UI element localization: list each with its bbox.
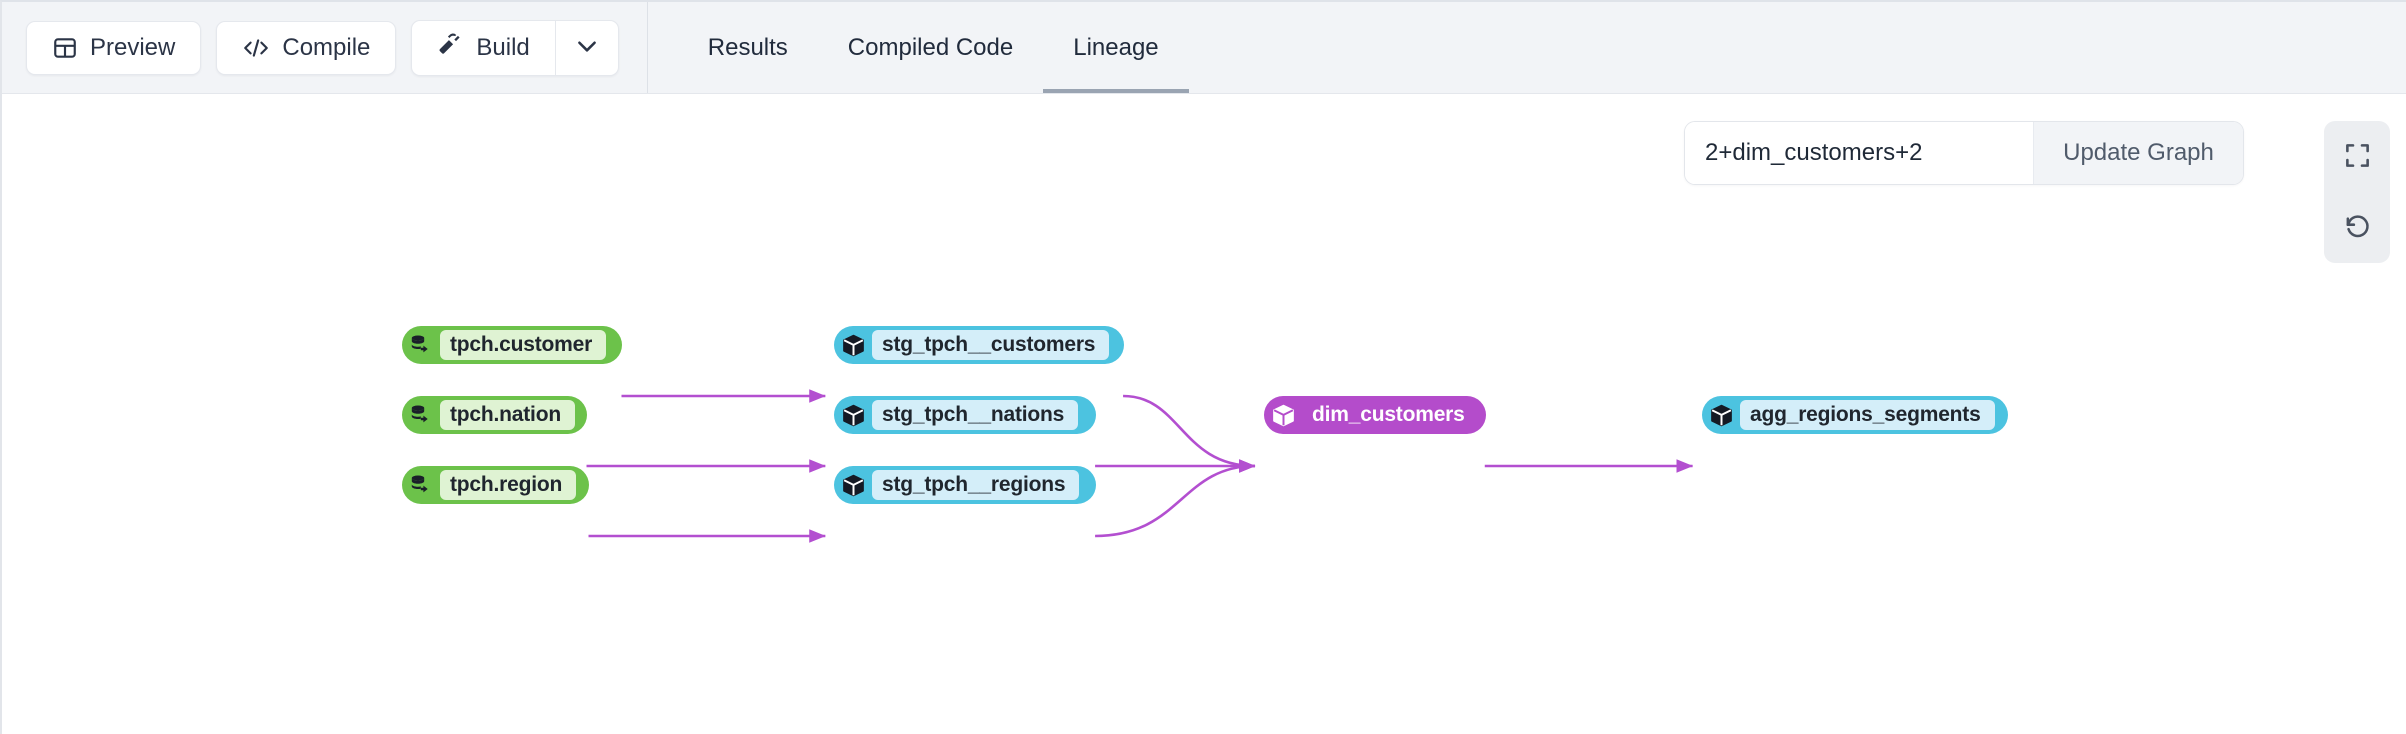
canvas-tool-group [2324,121,2390,263]
lineage-node-stg-tpch-customers[interactable]: stg_tpch__customers [834,326,1124,364]
cube-icon [1702,396,1740,434]
lineage-node-tpch-region[interactable]: tpch.region [402,466,589,504]
lineage-node-dim-customers[interactable]: dim_customers [1264,396,1486,434]
chevron-down-icon [574,33,600,62]
panel-tabs: Results Compiled Code Lineage [678,2,1190,93]
database-icon [402,396,440,434]
lineage-node-agg-regions-segments[interactable]: agg_regions_segments [1702,396,2008,434]
lineage-node-stg-tpch-regions[interactable]: stg_tpch__regions [834,466,1096,504]
preview-button-label: Preview [90,33,176,61]
lineage-node-tpch-customer[interactable]: tpch.customer [402,326,622,364]
compile-button-label: Compile [282,33,371,61]
tab-compiled-code[interactable]: Compiled Code [818,2,1043,93]
lineage-node-label: tpch.nation [440,400,575,430]
build-button[interactable]: Build [412,20,556,75]
lineage-node-label: stg_tpch__customers [872,330,1110,360]
lineage-node-label: agg_regions_segments [1740,400,1995,430]
lineage-node-label: tpch.customer [440,330,607,360]
cube-icon [834,326,872,364]
lineage-canvas[interactable]: Update Graph [2,94,2406,734]
cube-icon [834,396,872,434]
build-split-button: Build [411,19,619,76]
update-graph-button[interactable]: Update Graph [2033,122,2243,184]
edge-stg-regions-to-dim [1095,459,1256,538]
lineage-node-label: dim_customers [1312,403,1465,426]
action-button-group: Preview Compile [26,2,648,93]
fullscreen-button[interactable] [2324,121,2390,192]
lineage-node-label: tpch.region [440,470,577,500]
lineage-node-label: stg_tpch__regions [872,470,1080,500]
cube-icon [834,466,872,504]
graph-selector-controls: Update Graph [1684,121,2244,185]
lineage-node-stg-tpch-nations[interactable]: stg_tpch__nations [834,396,1096,434]
database-icon [402,326,440,364]
preview-button[interactable]: Preview [26,20,202,75]
database-icon [402,466,440,504]
fullscreen-icon [2344,142,2371,172]
edge-stg-customers-to-dim [1123,394,1256,473]
cube-icon [1264,396,1302,434]
graph-selector-input[interactable] [1685,122,2033,184]
build-dropdown-button[interactable] [556,21,618,75]
hammer-icon [437,31,464,65]
lineage-node-tpch-nation[interactable]: tpch.nation [402,396,587,434]
lineage-node-label: stg_tpch__nations [872,400,1079,430]
table-icon [52,35,78,61]
tab-lineage[interactable]: Lineage [1043,2,1190,93]
reset-graph-button[interactable] [2324,192,2390,263]
lineage-edges [586,389,1694,543]
toolbar-header: Preview Compile [2,2,2406,94]
reset-icon [2343,212,2372,244]
build-button-label: Build [476,33,530,61]
compile-button[interactable]: Compile [216,20,397,75]
code-icon [242,35,270,61]
tab-results[interactable]: Results [678,2,818,93]
